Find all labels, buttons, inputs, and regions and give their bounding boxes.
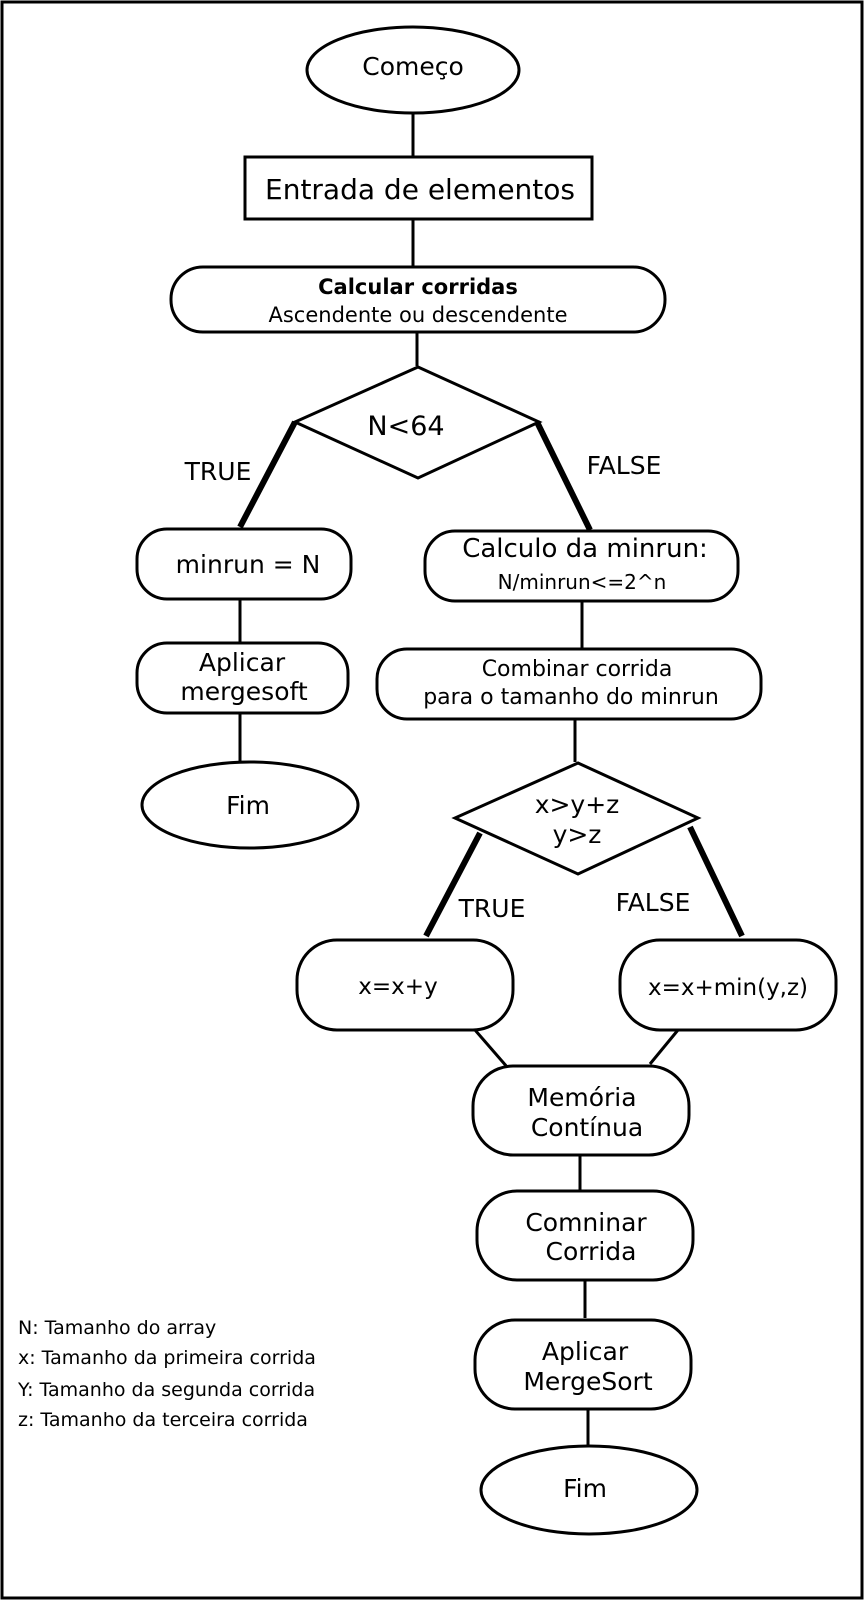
minrun-calc-title: Calculo da minrun:	[462, 534, 708, 564]
end-left-label: Fim	[226, 791, 270, 820]
legend-item: N: Tamanho do array	[18, 1317, 216, 1339]
apply-left-line2: mergesoft	[180, 677, 308, 706]
combine-run-box	[475, 1189, 695, 1282]
legend: N: Tamanho do array x: Tamanho da primei…	[17, 1317, 316, 1431]
memory-line1: Memória	[527, 1083, 636, 1112]
decision2-line2: y>z	[553, 820, 602, 849]
x-min-box	[618, 938, 838, 1032]
branch-decision2-true	[423, 831, 483, 938]
apply-mergesort-box	[473, 1318, 693, 1411]
decision2-diamond	[451, 761, 702, 876]
end-right-label: Fim	[563, 1474, 607, 1503]
combine-line1: Combinar corrida	[482, 657, 673, 682]
legend-item: x: Tamanho da primeira corrida	[18, 1347, 316, 1369]
connector-xsum-memory	[473, 1029, 510, 1069]
decision1-label: N<64	[367, 411, 444, 442]
combine-run-line2: Corrida	[545, 1237, 636, 1266]
apply-mergesoft-box	[135, 641, 350, 715]
combine-line2: para o tamanho do minrun	[423, 685, 719, 710]
input-box	[243, 155, 594, 221]
decision2-true-label: TRUE	[458, 894, 526, 923]
input-label: Entrada de elementos	[265, 173, 575, 206]
x-sum-label: x=x+y	[358, 974, 437, 1000]
apply-left-line1: Aplicar	[199, 648, 286, 677]
minrun-calc-box	[423, 529, 740, 603]
decision2-line1: x>y+z	[535, 790, 620, 819]
runs-title: Calcular corridas	[318, 275, 518, 299]
start-terminal	[305, 25, 521, 115]
decision1-true-label: TRUE	[184, 457, 252, 486]
combine-box	[375, 647, 763, 721]
end-left-terminal	[140, 760, 360, 850]
legend-item: Y: Tamanho da segunda corrida	[17, 1379, 315, 1401]
branch-connectors	[237, 420, 745, 938]
memory-line2: Contínua	[531, 1113, 643, 1142]
decision1-diamond	[291, 365, 543, 480]
minrun-calc-formula: N/minrun<=2^n	[498, 570, 667, 594]
connector-xmin-memory	[648, 1029, 680, 1065]
connectors	[238, 114, 680, 1445]
runs-subtitle: Ascendente ou descendente	[269, 303, 568, 327]
apply-right-line2: MergeSort	[523, 1367, 652, 1396]
branch-decision1-true	[237, 420, 298, 529]
x-min-label: x=x+min(y,z)	[648, 975, 808, 1001]
memory-box	[471, 1064, 691, 1157]
branch-decision2-false	[687, 825, 745, 938]
legend-item: z: Tamanho da terceira corrida	[18, 1409, 308, 1431]
decision2-false-label: FALSE	[616, 888, 691, 917]
branch-decision1-false	[534, 420, 593, 532]
decision1-false-label: FALSE	[587, 451, 662, 480]
minrun-n-box	[135, 527, 353, 601]
start-label: Começo	[362, 52, 464, 81]
minrun-n-label: minrun = N	[176, 550, 321, 579]
x-sum-box	[295, 938, 515, 1032]
calc-runs-box	[169, 265, 667, 334]
apply-right-line1: Aplicar	[542, 1337, 629, 1366]
end-right-terminal	[479, 1444, 699, 1536]
combine-run-line1: Comninar	[525, 1208, 647, 1237]
